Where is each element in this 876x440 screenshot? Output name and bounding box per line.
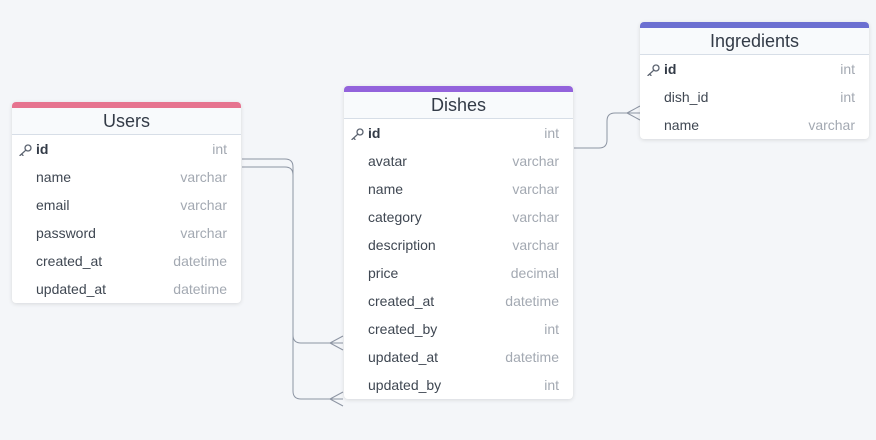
field-name: password [36,225,96,241]
field-name: updated_by [368,377,442,393]
field-row-name[interactable]: name varchar [344,175,573,203]
field-name: dish_id [664,89,709,105]
field-row-id[interactable]: id int [640,55,869,83]
field-row-dish-id[interactable]: dish_id int [640,83,869,111]
field-type: datetime [173,253,227,269]
key-icon [350,127,364,141]
key-icon [646,63,660,77]
field-type: int [840,61,855,77]
field-name: id [368,125,381,141]
users-table-title: Users [12,108,241,135]
field-type: varchar [180,197,227,213]
field-type: int [840,89,855,105]
field-name: name [36,169,72,185]
field-name: avatar [368,153,407,169]
ingredients-table[interactable]: Ingredients id int dish_id int name varchar [640,22,869,139]
field-name: category [368,209,422,225]
field-name: id [36,141,49,157]
field-type: datetime [505,349,559,365]
ingredients-table-accent [640,22,869,28]
field-name: email [36,197,70,213]
field-type: varchar [512,153,559,169]
field-type: datetime [505,293,559,309]
ingredients-table-fields: id int dish_id int name varchar [640,55,869,139]
crowfoot-dish-id [626,105,641,121]
crowfoot-updated-by [329,391,344,407]
field-row-created-at[interactable]: created_at datetime [344,287,573,315]
field-row-updated-at[interactable]: updated_at datetime [344,343,573,371]
field-type: int [544,125,559,141]
users-table-accent [12,102,241,108]
field-name: created_at [368,293,435,309]
field-name: updated_at [368,349,439,365]
field-row-id[interactable]: id int [12,135,241,163]
connector-users-updated-by[interactable] [242,166,343,400]
field-name: id [664,61,677,77]
field-type: varchar [180,169,227,185]
field-name: price [368,265,399,281]
field-row-id[interactable]: id int [344,119,573,147]
field-type: varchar [180,225,227,241]
connector-dishes-ingredients[interactable] [574,112,640,149]
field-row-password[interactable]: password varchar [12,219,241,247]
field-row-created-at[interactable]: created_at datetime [12,247,241,275]
field-row-avatar[interactable]: avatar varchar [344,147,573,175]
field-row-name[interactable]: name varchar [640,111,869,139]
field-name: description [368,237,436,253]
field-row-updated-by[interactable]: updated_by int [344,371,573,399]
ingredients-table-title: Ingredients [640,28,869,55]
field-type: varchar [512,237,559,253]
field-type: decimal [510,265,559,281]
field-row-updated-at[interactable]: updated_at datetime [12,275,241,303]
dishes-table-title: Dishes [344,92,573,119]
field-type: datetime [173,281,227,297]
field-row-name[interactable]: name varchar [12,163,241,191]
field-row-category[interactable]: category varchar [344,203,573,231]
dishes-table-fields: id int avatar varchar name varchar category var… [344,119,573,399]
users-table-fields: id int name varchar email varchar password varc… [12,135,241,303]
field-type: varchar [512,209,559,225]
field-type: varchar [808,117,855,133]
field-name: created_by [368,321,438,337]
crowfoot-created-by [329,335,344,351]
field-row-price[interactable]: price decimal [344,259,573,287]
key-icon [18,143,32,157]
field-row-email[interactable]: email varchar [12,191,241,219]
field-name: created_at [36,253,103,269]
field-name: updated_at [36,281,107,297]
field-type: varchar [512,181,559,197]
field-row-description[interactable]: description varchar [344,231,573,259]
field-row-created-by[interactable]: created_by int [344,315,573,343]
dishes-table-accent [344,86,573,92]
field-name: name [664,117,700,133]
field-type: int [544,321,559,337]
field-type: int [544,377,559,393]
field-type: int [212,141,227,157]
field-name: name [368,181,404,197]
